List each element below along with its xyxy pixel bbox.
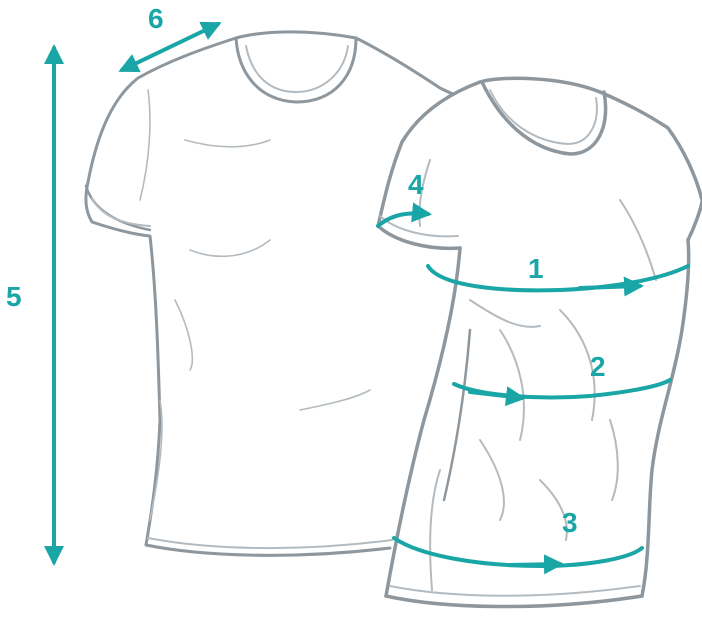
- label-length: 5: [6, 281, 22, 312]
- label-chest: 1: [528, 253, 544, 284]
- label-waist: 2: [590, 351, 606, 382]
- label-sleeve: 4: [408, 169, 424, 200]
- womens-tshirt: [376, 78, 702, 606]
- label-shoulder: 6: [148, 3, 164, 34]
- label-hip: 3: [562, 507, 578, 538]
